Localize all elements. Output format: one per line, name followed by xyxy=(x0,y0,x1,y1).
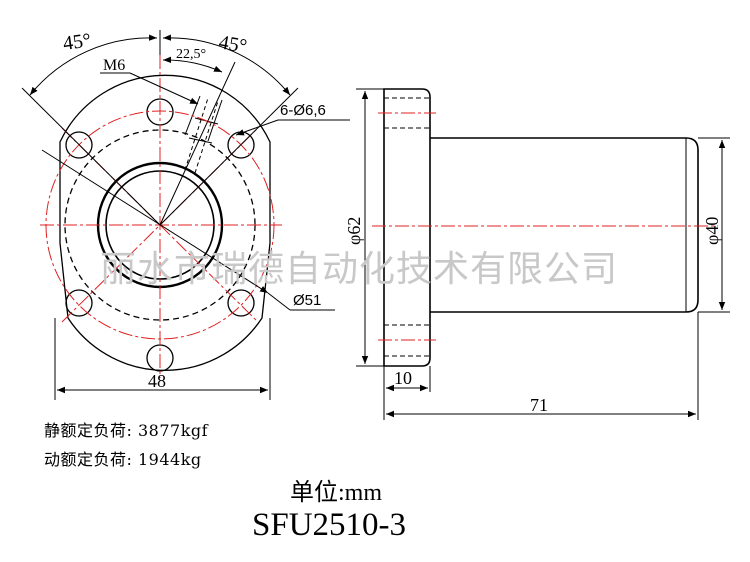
unit-label: 单位:mm xyxy=(290,480,383,506)
angle-right-label: 45° xyxy=(217,31,248,58)
flange-dia-label: φ62 xyxy=(344,217,364,245)
body-dia-label: φ40 xyxy=(702,217,722,245)
side-dimensions xyxy=(356,88,730,420)
front-dimensions xyxy=(21,30,350,400)
bolt-circle-label: Ø51 xyxy=(293,292,321,309)
static-load-rating: 静额定负荷: 3877kgf xyxy=(44,421,209,440)
front-view xyxy=(59,74,271,372)
model-number: SFU2510-3 xyxy=(252,507,407,543)
flange-thickness-label: 10 xyxy=(394,368,412,388)
holes-label: 6-Ø6,6 xyxy=(280,102,326,119)
dynamic-load-rating: 动额定负荷: 1944kg xyxy=(44,450,202,469)
flange-outline xyxy=(59,74,271,372)
thread-label: M6 xyxy=(103,57,125,74)
angle-half-label: 22,5° xyxy=(176,47,206,62)
side-view xyxy=(383,88,699,367)
length-label: 71 xyxy=(530,395,548,415)
hole xyxy=(65,289,93,317)
hole xyxy=(65,131,93,159)
width-label: 48 xyxy=(148,371,166,391)
side-hidden-holes xyxy=(384,97,430,357)
body xyxy=(430,137,699,313)
side-centerlines xyxy=(372,112,718,341)
flange xyxy=(383,88,431,367)
hole xyxy=(227,289,255,317)
angle-left-label: 45° xyxy=(62,29,93,55)
watermark: 丽水市瑞德自动化技术有限公司 xyxy=(100,249,619,290)
